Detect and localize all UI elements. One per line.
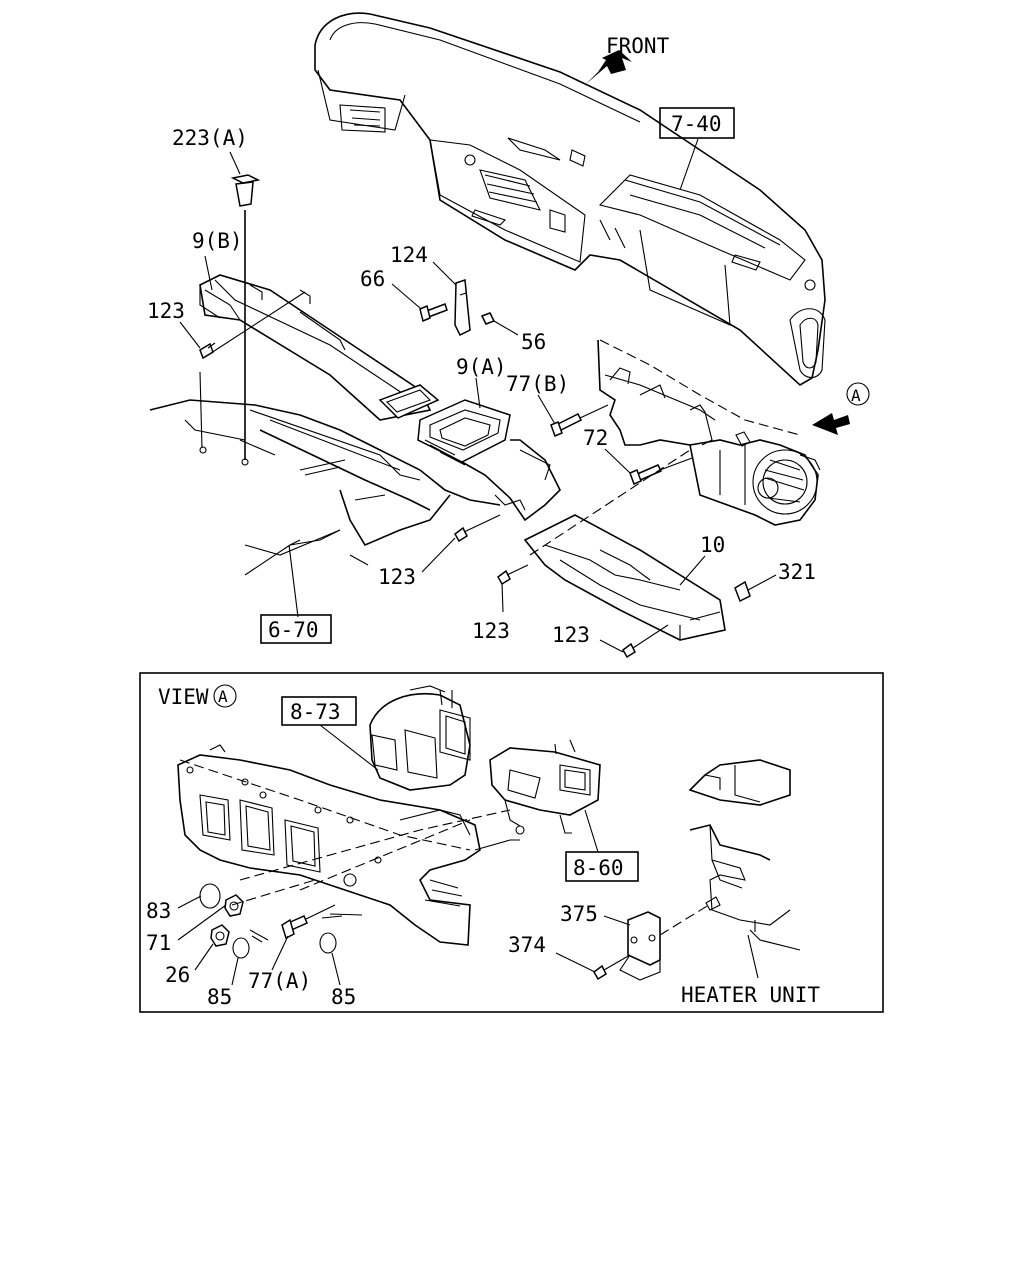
callout-123-mid: 123	[378, 565, 416, 589]
callout-66: 66	[360, 267, 385, 291]
center-shelf	[149, 399, 501, 576]
bracket-124	[454, 278, 471, 337]
blower-unit	[369, 685, 471, 791]
callout-83: 83	[146, 899, 171, 923]
callout-77b: 77(B)	[506, 372, 569, 396]
panel-frame	[177, 744, 520, 946]
screw-123-right	[622, 624, 669, 659]
callout-26: 26	[165, 963, 190, 987]
heater-unit-label: HEATER UNIT	[681, 983, 820, 1007]
view-a-title-marker: A	[218, 687, 228, 706]
callout-123-low: 123	[472, 619, 510, 643]
grommet-85-left	[232, 937, 250, 959]
callout-85-right: 85	[331, 985, 356, 1009]
callout-9a: 9(A)	[456, 355, 507, 379]
screw-72	[629, 457, 693, 486]
nut-56	[480, 312, 496, 325]
view-a-marker-label: A	[851, 386, 861, 405]
heater-unit-view	[688, 759, 801, 979]
nut-26	[210, 924, 230, 947]
front-arrow: FRONT	[586, 34, 670, 84]
duct-unit	[489, 739, 601, 835]
callout-72: 72	[583, 426, 608, 450]
callout-9b: 9(B)	[192, 229, 243, 253]
instrument-panel	[314, 12, 826, 386]
grommet-83	[199, 883, 221, 909]
clip-223a	[230, 174, 261, 207]
callout-77a: 77(A)	[248, 969, 311, 993]
nut-71	[224, 894, 244, 917]
callouts-main: 223(A) 9(B) 123 124 66 56 9(A) 77(B) 72 …	[147, 126, 816, 653]
callout-56: 56	[521, 330, 546, 354]
heater-unit-top	[689, 431, 821, 526]
callout-123-left: 123	[147, 299, 185, 323]
front-label: FRONT	[606, 34, 670, 58]
ref-8-60: 8-60	[573, 856, 624, 880]
screw-123-left	[199, 342, 216, 360]
view-a-arrow: A	[812, 382, 870, 435]
ref-box-8-73[interactable]: 8-73	[281, 696, 379, 771]
screw-123-mid	[454, 514, 501, 543]
callout-374: 374	[508, 933, 546, 957]
screw-66	[419, 303, 448, 323]
callout-123-right: 123	[552, 623, 590, 647]
ref-7-40: 7-40	[671, 112, 722, 136]
ref-6-70: 6-70	[268, 618, 319, 642]
ref-box-6-70[interactable]: 6-70	[260, 614, 332, 644]
callout-10: 10	[700, 533, 725, 557]
screw-374	[593, 954, 631, 981]
bracket-375	[619, 902, 713, 981]
duct-9b	[199, 274, 440, 421]
callout-321: 321	[778, 560, 816, 584]
ref-8-73: 8-73	[290, 700, 341, 724]
view-a-panel: VIEW A 8-73 8-60	[139, 672, 884, 1013]
callout-124: 124	[390, 243, 428, 267]
screw-77a	[281, 904, 336, 940]
duct-9a	[417, 399, 561, 522]
duct-10	[523, 449, 726, 641]
ref-box-8-60[interactable]: 8-60	[565, 809, 639, 882]
heater-bracket	[597, 339, 801, 446]
clip-321	[734, 580, 751, 603]
screw-123-low	[497, 564, 529, 586]
callout-223a: 223(A)	[172, 126, 248, 150]
ref-box-7-40[interactable]: 7-40	[659, 107, 735, 191]
screw-77b	[550, 404, 609, 438]
callout-375: 375	[560, 902, 598, 926]
view-a-title: VIEW	[158, 685, 209, 709]
callout-71: 71	[146, 931, 171, 955]
grommet-85-right	[319, 932, 337, 954]
callout-85-left: 85	[207, 985, 232, 1009]
